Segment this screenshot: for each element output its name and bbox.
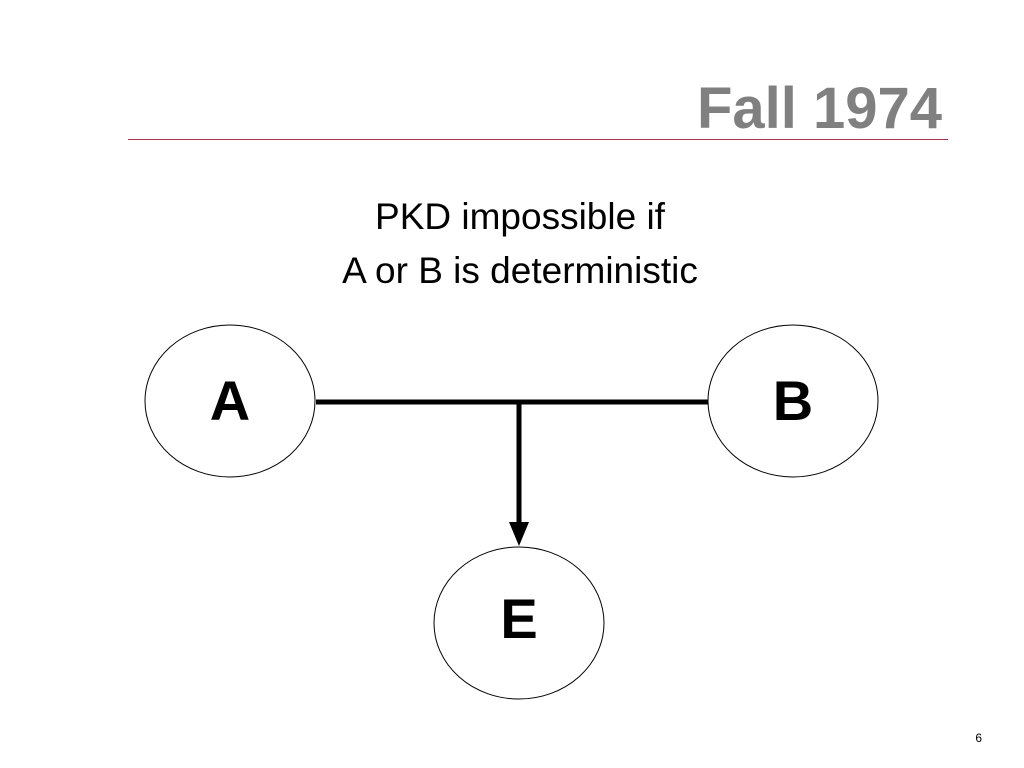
subtitle-line-2: A or B is deterministic	[342, 250, 698, 291]
node-a-circle	[144, 324, 316, 478]
arrowhead-icon	[509, 522, 529, 546]
title-divider	[128, 139, 948, 140]
slide-subtitle: PKD impossible if A or B is deterministi…	[260, 190, 780, 298]
slide-title: Fall 1974	[696, 76, 942, 141]
node-e-label: E	[500, 587, 537, 650]
node-a-label: A	[210, 369, 250, 432]
node-b: B	[707, 324, 879, 478]
node-e: E	[433, 546, 605, 700]
page-number: 6	[975, 731, 982, 745]
node-e-circle	[433, 546, 605, 700]
node-b-label: B	[773, 369, 813, 432]
node-b-circle	[707, 324, 879, 478]
subtitle-line-1: PKD impossible if	[375, 196, 665, 237]
node-a: A	[144, 324, 316, 478]
